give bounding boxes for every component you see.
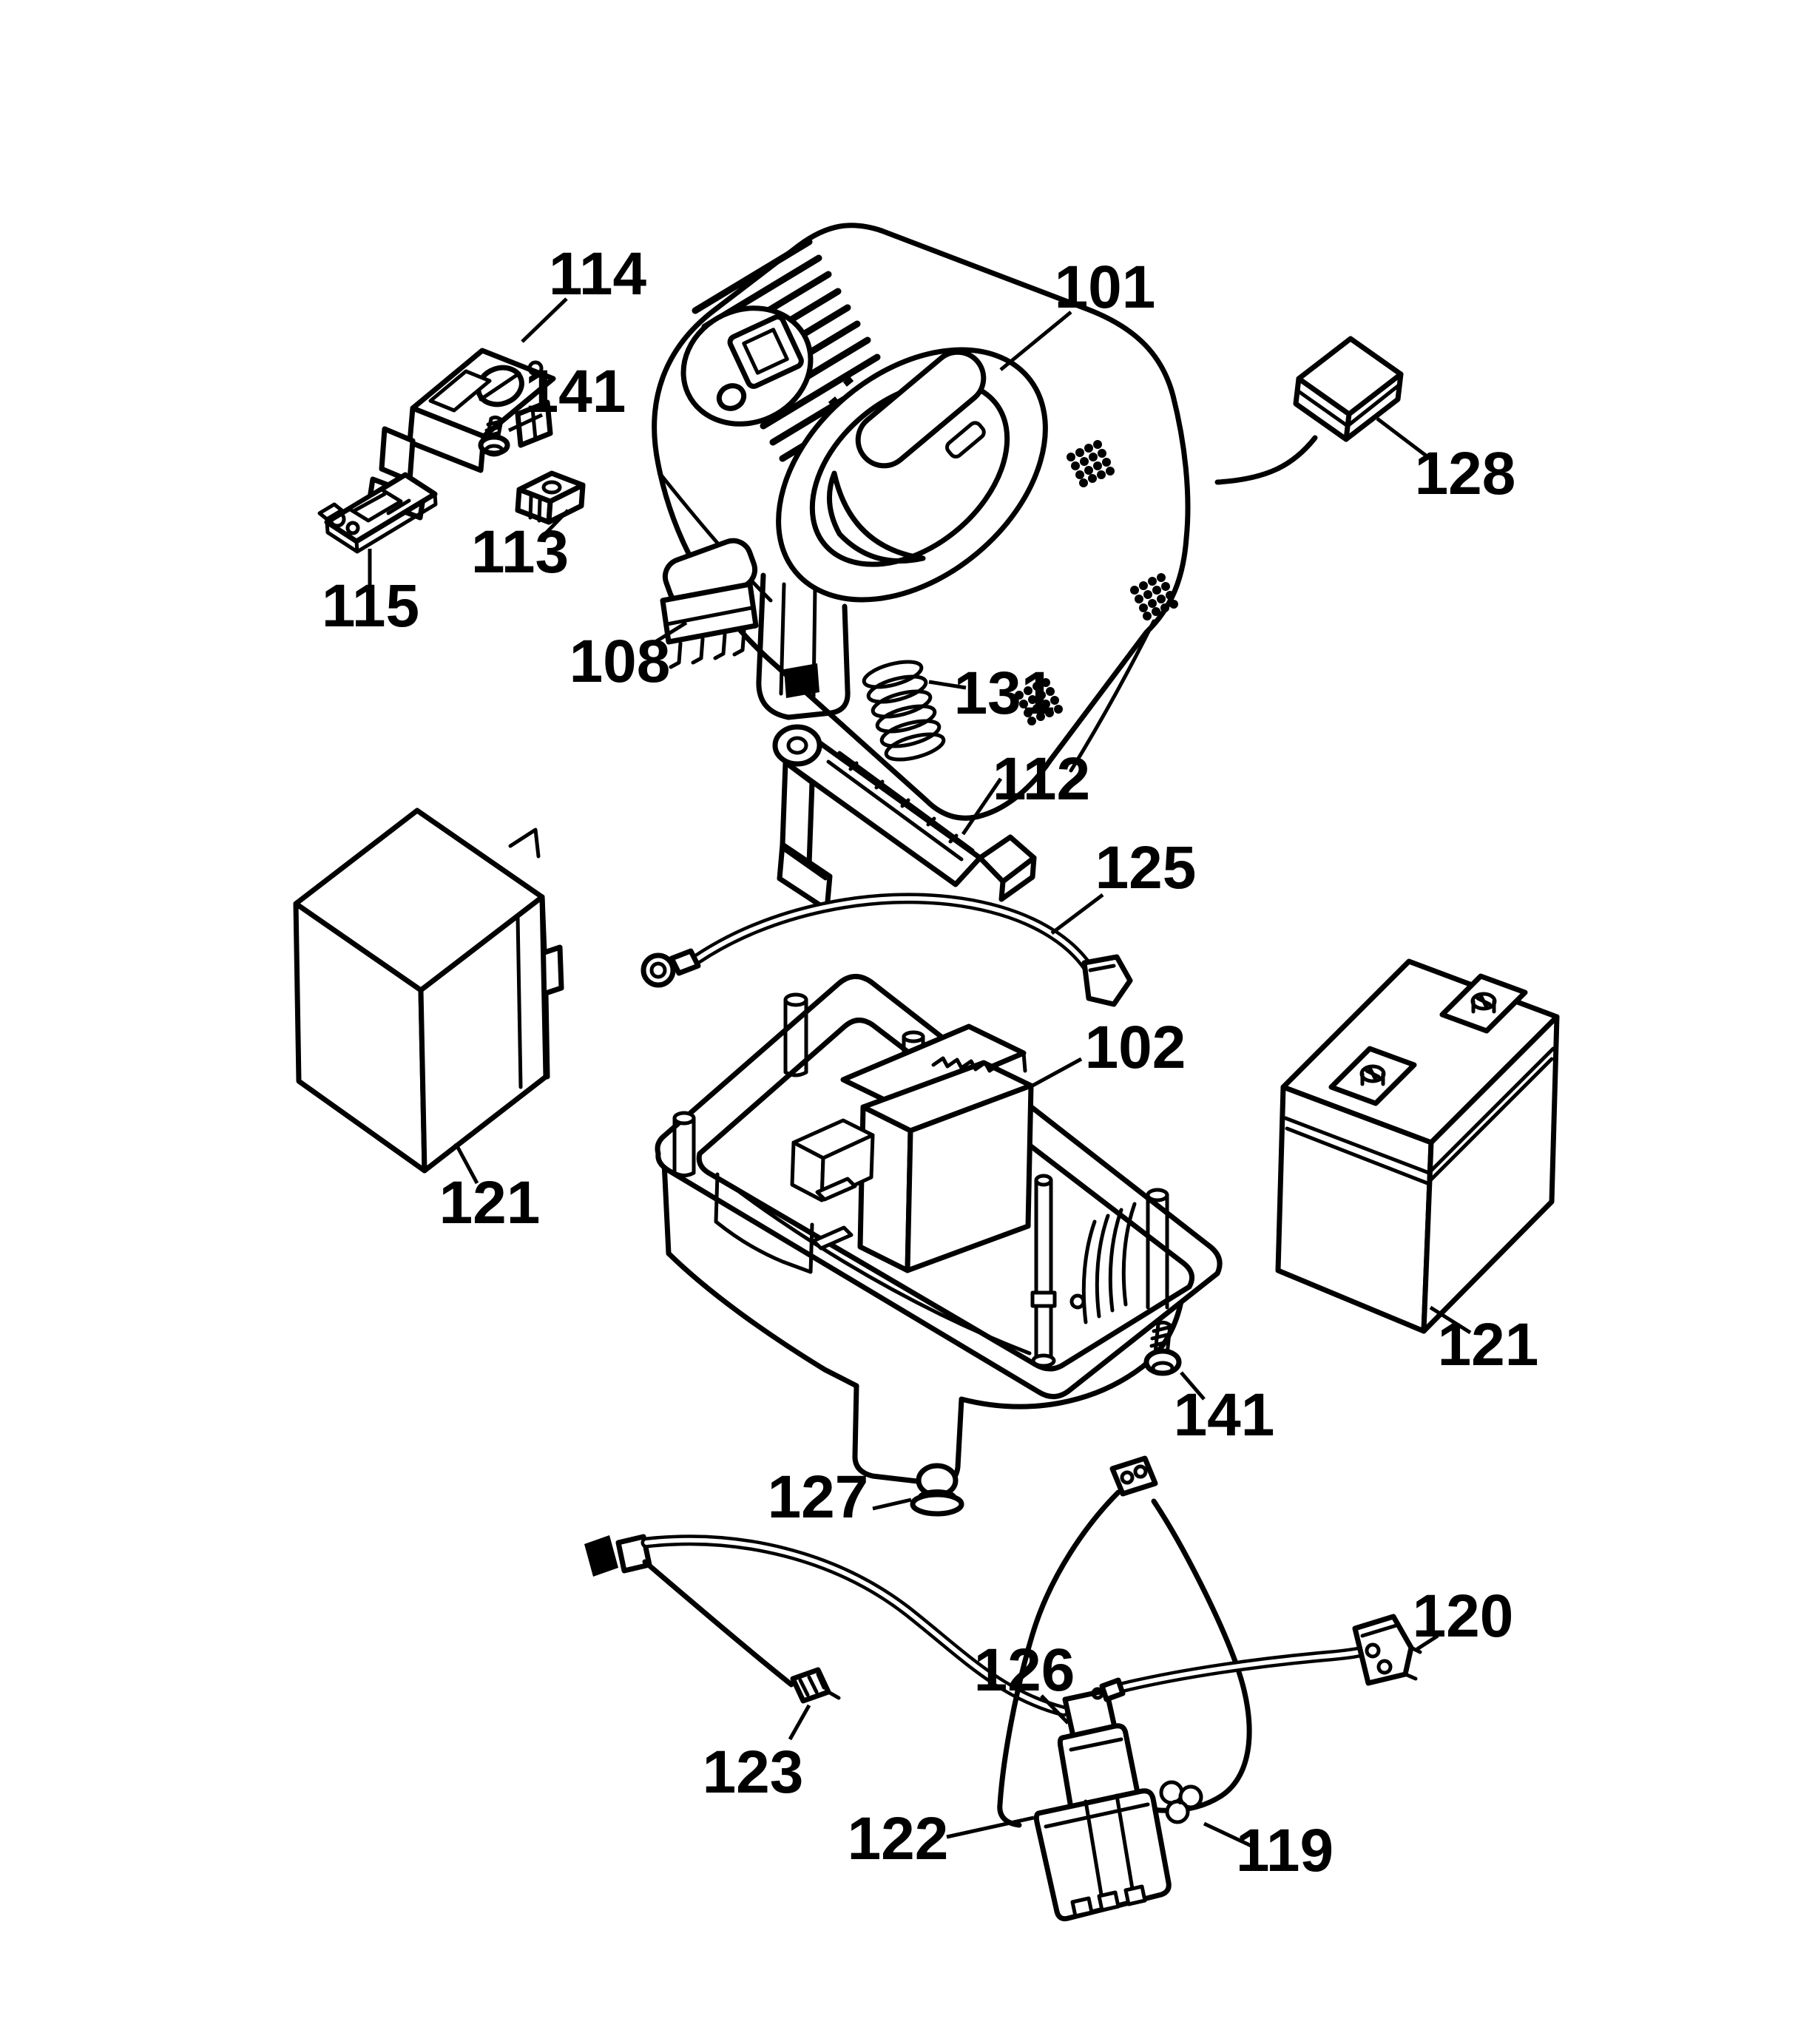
part-label-123: 123 [703,1739,804,1806]
leader-line-102 [1031,1057,1083,1088]
part-label-112: 112 [993,745,1090,813]
part-label-101: 101 [1055,254,1156,321]
ring-terminal [641,952,676,988]
part-label-121: 121 [439,1169,541,1236]
part-grommet-127 [910,1463,964,1517]
tray-internal-assembly [790,1023,1137,1324]
part-base-tray-102 [655,974,1223,1486]
part-label-128: 128 [1415,440,1516,507]
leader-line-121 [1429,1305,1472,1335]
part-label-131: 131 [954,660,1055,727]
spade-terminal [1081,954,1133,1007]
vent-dots [1015,440,1178,725]
part-battery-121 [1275,958,1560,1334]
leader-line-101 [999,311,1072,371]
strap-terminal [997,1455,1158,1828]
handle-recess-inner [809,379,1010,567]
leader-line-126 [1040,1694,1069,1725]
leader-line-128 [1376,417,1427,457]
part-label-115: 115 [322,572,419,640]
handle-pocket [826,470,926,564]
leader-line-141 [1180,1371,1206,1401]
part-screw-141-upper [478,415,510,457]
leader-line-113 [544,509,569,535]
part-lead-wire-120 [1091,1614,1422,1702]
part-circuit-board-115 [317,472,438,554]
indicator-hole [716,383,747,411]
leader-line-121 [453,1142,479,1185]
leader-line-114 [521,297,568,343]
part-label-102: 102 [1085,1014,1186,1081]
leader-line-112 [961,777,1003,836]
leader-line-131 [928,680,967,690]
part-label-122: 122 [848,1805,949,1872]
leader-line-108 [654,620,688,644]
part-label-113: 113 [471,518,569,586]
part-label-141: 141 [525,358,626,425]
adapter-cord [1214,435,1318,485]
part-adapter-128 [1214,336,1404,485]
connector-120 [1352,1614,1422,1686]
battery-terminal [1328,1046,1417,1106]
latch-channel [756,572,851,720]
connector-123 [790,1667,841,1704]
part-cable-125 [641,893,1133,1007]
leader-line-125 [1050,893,1104,935]
part-label-125: 125 [1095,834,1197,901]
handle-grip [855,349,987,469]
part-label-120: 120 [1413,1583,1514,1650]
part-label-119: 119 [1236,1817,1334,1884]
leader-line-122 [946,1815,1035,1839]
leader-line-141 [507,413,544,433]
part-label-121: 121 [1438,1311,1539,1378]
part-wiring-harness-122 [584,1455,1252,1922]
part-label-126: 126 [974,1637,1075,1704]
part-top-cover-101 [652,223,1191,821]
harness-plug [584,1535,618,1577]
part-label-108: 108 [569,628,671,695]
part-screw-141-lower [1143,1320,1182,1376]
part-battery-box-121 [293,808,564,1174]
part-block-113 [515,470,586,525]
part-spring-131 [862,660,946,762]
leader-line-120 [1416,1634,1439,1651]
part-switch-108 [660,538,759,669]
leader-line-119 [1203,1821,1256,1850]
leader-line-127 [872,1498,912,1511]
grommet-119 [1159,1780,1203,1824]
battery-terminal [1439,973,1528,1034]
leader-line-123 [788,1704,811,1741]
part-label-141: 141 [1174,1381,1275,1449]
part-label-114: 114 [549,240,647,308]
part-label-127: 127 [768,1463,869,1531]
tray-posts [672,992,1169,1368]
part-latch-lever-112 [772,724,1037,913]
connector-body-122 [1033,1788,1172,1922]
